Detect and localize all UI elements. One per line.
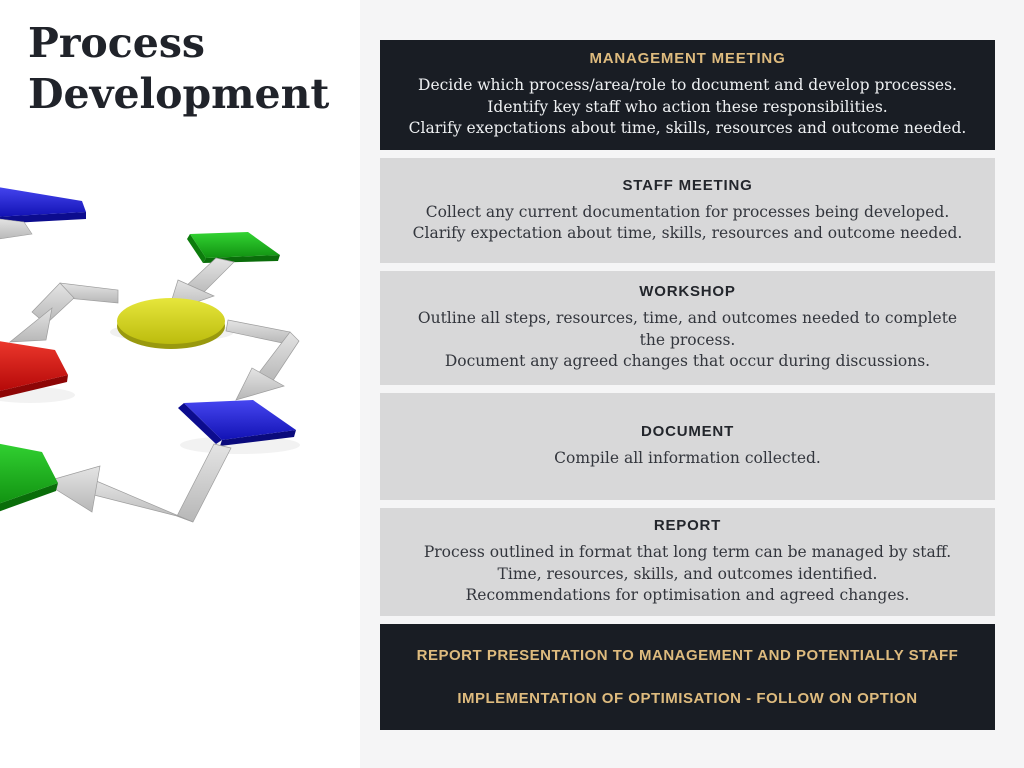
footer-line-report-presentation: REPORT PRESENTATION TO MANAGEMENT AND PO… bbox=[416, 647, 959, 664]
step-title: REPORT bbox=[653, 517, 722, 535]
step-line: Document any agreed changes that occur d… bbox=[444, 352, 931, 371]
flow-node-blue-right bbox=[178, 400, 296, 446]
step-card-report: REPORT Process outlined in format that l… bbox=[380, 508, 995, 616]
shadow-ellipse bbox=[180, 436, 300, 454]
flow-arrow-center-to-blue bbox=[225, 319, 300, 401]
step-card-document: DOCUMENT Compile all information collect… bbox=[380, 393, 995, 500]
step-line: Decide which process/area/role to docume… bbox=[418, 76, 957, 95]
flow-node-red-left bbox=[0, 341, 68, 398]
left-panel bbox=[0, 0, 360, 768]
step-card-workshop: WORKSHOP Outline all steps, resources, t… bbox=[380, 271, 995, 385]
step-title: STAFF MEETING bbox=[622, 176, 753, 194]
flow-arrow-blue-to-green bbox=[43, 443, 232, 523]
step-line: Identify key staff who action these resp… bbox=[487, 97, 888, 116]
step-title: MANAGEMENT MEETING bbox=[589, 50, 786, 68]
step-line: Process outlined in format that long ter… bbox=[423, 543, 952, 562]
steps-column: MANAGEMENT MEETING Decide which process/… bbox=[380, 40, 995, 730]
step-title: DOCUMENT bbox=[640, 423, 735, 441]
step-card-management-meeting: MANAGEMENT MEETING Decide which process/… bbox=[380, 40, 995, 150]
footer-banner: REPORT PRESENTATION TO MANAGEMENT AND PO… bbox=[380, 624, 995, 730]
step-line: Recommendations for optimisation and agr… bbox=[465, 586, 910, 605]
flow-node-green-bottom bbox=[0, 443, 58, 512]
flow-arrow-left-top-fragment bbox=[0, 218, 33, 240]
step-line: Outline all steps, resources, time, and … bbox=[417, 309, 958, 349]
step-line: Time, resources, skills, and outcomes id… bbox=[497, 564, 878, 583]
step-card-staff-meeting: STAFF MEETING Collect any current docume… bbox=[380, 158, 995, 263]
step-title: WORKSHOP bbox=[639, 283, 736, 301]
flow-node-yellow-center bbox=[117, 298, 225, 349]
flow-node-green-top bbox=[187, 232, 280, 263]
step-line: Clarify exepctations about time, skills,… bbox=[408, 119, 967, 138]
step-line: Compile all information collected. bbox=[554, 449, 821, 468]
flow-arrow-center-to-red bbox=[8, 282, 119, 343]
flow-node-blue-top bbox=[0, 187, 86, 224]
page-title: Process Development bbox=[28, 19, 330, 118]
flowchart-illustration bbox=[0, 187, 300, 523]
step-line: Collect any current documentation for pr… bbox=[425, 202, 950, 221]
footer-line-implementation: IMPLEMENTATION OF OPTIMISATION - FOLLOW … bbox=[457, 690, 918, 707]
step-line: Clarify expectation about time, skills, … bbox=[412, 224, 963, 242]
